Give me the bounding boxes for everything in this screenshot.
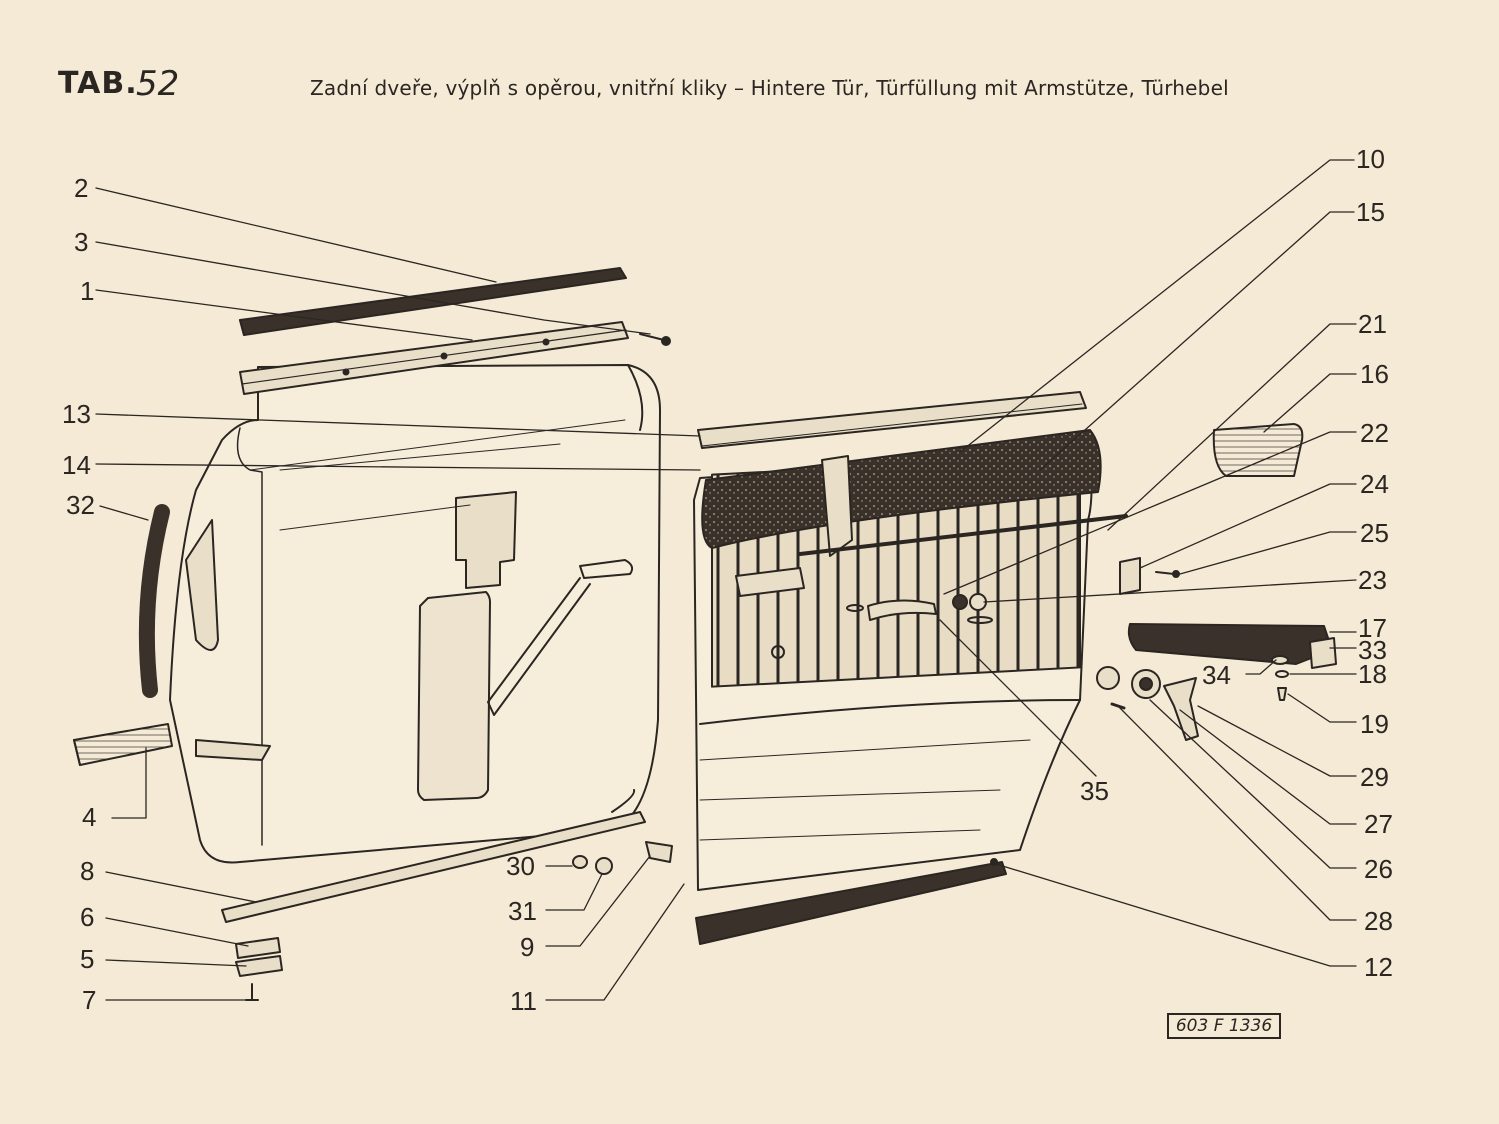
part-label-22: 22 [1360,418,1389,448]
part-label-8: 8 [80,856,95,886]
trim-bottom-strip [695,861,1007,945]
part-label-31: 31 [508,896,537,926]
tab-number: 52 [136,64,180,104]
part-label-2: 2 [74,173,89,203]
part-label-30: 30 [506,851,535,881]
part-label-29: 29 [1360,762,1389,792]
door-lever [867,599,937,621]
tab-label: TAB. [58,66,138,101]
part-label-21: 21 [1358,309,1387,339]
part-label-35: 35 [1080,776,1109,806]
part-label-5: 5 [80,944,95,974]
screw-3 [639,333,671,346]
part-label-7: 7 [82,985,97,1015]
part-label-1: 1 [80,276,95,306]
part-label-11: 11 [510,986,537,1016]
diagram-title: Zadní dveře, výplň s opěrou, vnitřní kli… [310,76,1229,100]
window-crank-29 [1163,677,1199,741]
part-label-16: 16 [1360,359,1389,389]
pull-strap [821,455,853,557]
part-label-23: 23 [1358,565,1387,595]
screw-25 [1155,571,1175,575]
part-label-26: 26 [1364,854,1393,884]
part-label-15: 15 [1356,197,1385,227]
ashtray-16 [1212,423,1304,477]
armrest-17 [1127,623,1333,665]
part-label-9: 9 [520,932,535,962]
part-label-4: 4 [82,802,97,832]
clip-6 [235,937,281,959]
bottom-strip [221,811,646,923]
padded-top-roll [701,429,1102,549]
nut-31 [595,857,613,875]
part-label-34: 34 [1202,660,1231,690]
part-label-6: 6 [80,902,95,932]
washer-30 [572,855,588,869]
spring-28 [1096,666,1120,690]
door-seal [138,504,170,698]
part-label-14: 14 [62,450,91,480]
part-label-17: 17 [1358,613,1387,643]
part-label-13: 13 [62,399,91,429]
part-label-24: 24 [1360,469,1389,499]
screw-7 [245,983,259,1001]
trim-top-rail [697,391,1087,449]
part-label-28: 28 [1364,906,1393,936]
clip-9 [645,841,673,863]
drawing-code-box: 603 F 1336 [1167,1013,1281,1039]
window-rail [239,321,629,395]
inner-door-handle [735,567,805,597]
leader-lines [95,159,1357,1001]
part-label-19: 19 [1360,709,1389,739]
part-label-12: 12 [1364,952,1393,982]
part-label-32: 32 [66,490,95,520]
part-label-18: 18 [1358,659,1387,689]
part-label-10: 10 [1356,144,1385,174]
part-label-3: 3 [74,227,89,257]
part-label-25: 25 [1360,518,1389,548]
inner-door-panel [169,364,661,864]
clip-5 [235,955,283,977]
window-strip-top [239,267,627,336]
arm-rail-21 [798,514,1128,556]
door-handle-bezel [73,723,173,766]
part-label-33: 33 [1358,635,1387,665]
part-label-27: 27 [1364,809,1393,839]
bracket-24 [1119,557,1141,595]
